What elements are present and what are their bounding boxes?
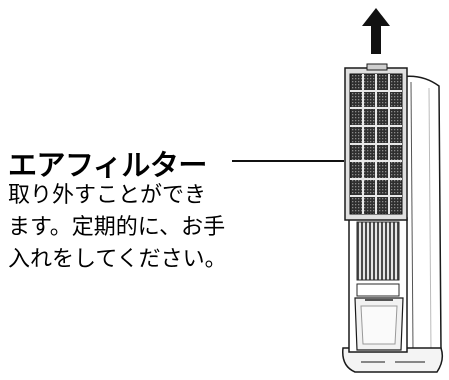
product-illustration [342,8,444,373]
up-arrow-icon [362,8,390,54]
filter-label-title: エアフィルター [8,148,207,182]
instruction-line-3: 入れをしてください。 [8,247,227,272]
instruction-line-2: ます。定期的に、お手 [8,215,226,240]
leader-line [232,160,344,162]
instruction-line-1: 取り外すことができ [8,183,207,208]
air-filter [344,63,408,221]
filter-instruction-text: 取り外すことができ ます。定期的に、お手 入れをしてください。 [8,180,227,276]
unit-lower-body [348,217,408,353]
